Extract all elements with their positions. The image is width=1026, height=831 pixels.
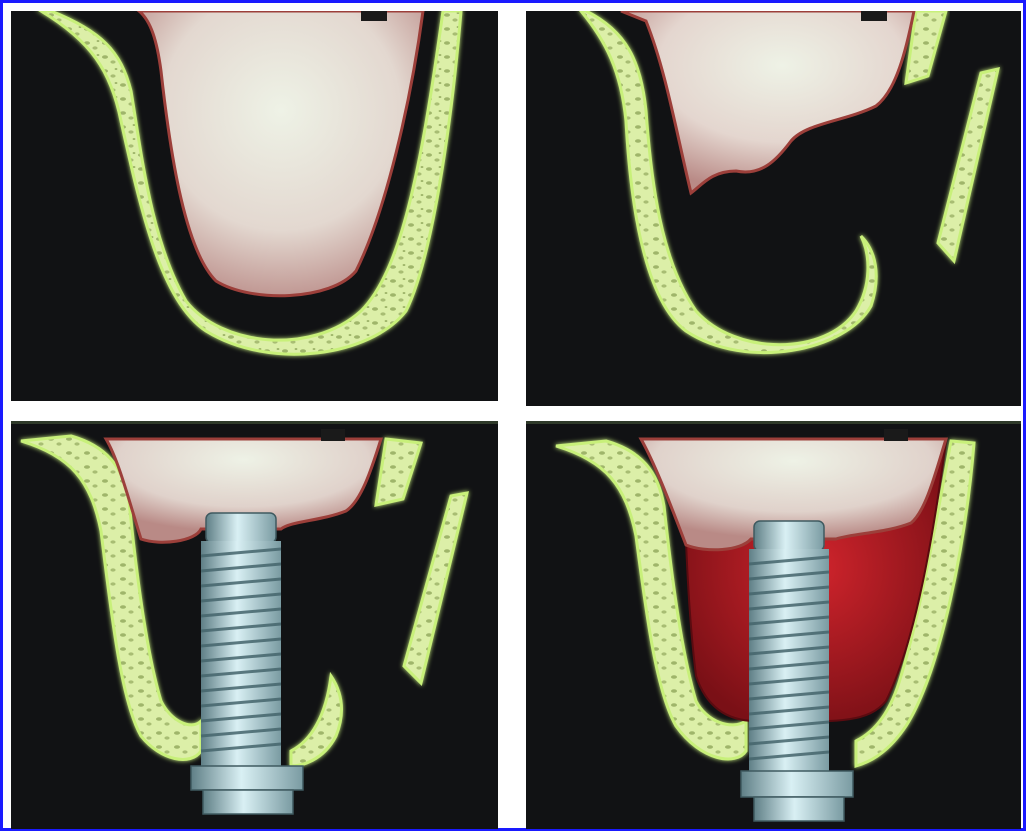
bone-buccal-stub: [291, 676, 341, 766]
top-edge-strip: [11, 421, 498, 424]
dental-implant: [191, 513, 303, 814]
soft-tissue: [621, 11, 914, 193]
soft-tissue: [139, 11, 423, 296]
panel-implant-graft: [526, 421, 1021, 829]
socket-illustration-3: [11, 421, 498, 829]
panel-buccal-defect: [526, 11, 1021, 406]
bone-fragment-upper: [376, 439, 421, 505]
bone-fragment-lateral: [938, 69, 998, 261]
clip-marker: [321, 429, 345, 441]
panel-intact-socket: [11, 11, 498, 401]
socket-illustration-2: [526, 11, 1021, 406]
clip-marker: [861, 11, 887, 21]
socket-illustration-4: [526, 421, 1021, 829]
bone-fragment-lateral: [404, 493, 467, 683]
panel-implant-placed: [11, 421, 498, 829]
socket-illustration-1: [11, 11, 498, 401]
clip-marker: [361, 11, 387, 21]
top-edge-strip: [526, 421, 1021, 424]
clip-marker: [884, 429, 908, 441]
